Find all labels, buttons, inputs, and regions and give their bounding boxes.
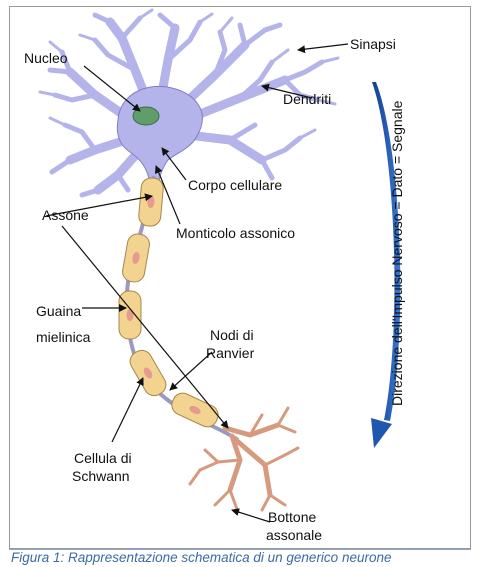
nucleus [133, 107, 159, 125]
label-cellula-line1: Cellula di [74, 450, 132, 466]
cell-body [117, 86, 202, 184]
label-bottone-line1: Bottone [268, 509, 316, 525]
label-corpo-cellulare: Corpo cellulare [188, 177, 282, 193]
myelin-sheath [119, 177, 221, 430]
label-guaina-line2: mielinica [36, 329, 91, 345]
label-bottone-line2: assonale [266, 527, 322, 543]
label-dendriti: Dendriti [283, 91, 331, 107]
label-guaina-line1: Guaina [36, 303, 81, 319]
label-nodi-line1: Nodi di [210, 327, 254, 343]
label-nucleo: Nucleo [24, 50, 68, 66]
label-sinapsi: Sinapsi [350, 36, 396, 52]
label-monticolo-assonico: Monticolo assonico [176, 225, 295, 241]
label-cellula-line2: Schwann [72, 468, 130, 484]
impulse-direction-text: Direzione dell'Impulso Nervoso = Dato = … [389, 100, 405, 406]
label-nodi-line2: Ranvier [206, 345, 255, 361]
figure-caption: Figura 1: Rappresentazione schematica di… [11, 549, 471, 567]
label-assone: Assone [42, 207, 89, 223]
